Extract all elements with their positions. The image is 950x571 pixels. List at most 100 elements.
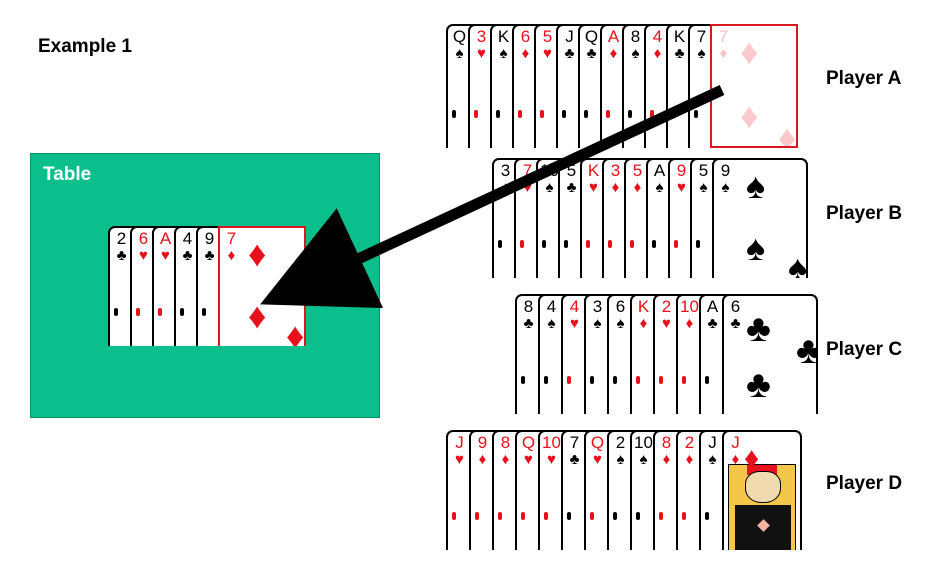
diamonds-icon: ♦ [609, 45, 618, 62]
spades-icon: ♠ [547, 315, 556, 332]
card-index: J♠ [703, 434, 722, 467]
clubs-icon: ♣ [730, 315, 741, 332]
card-pip [498, 240, 502, 248]
clubs-icon: ♣ [523, 315, 534, 332]
diamonds-icon: ♦ [744, 442, 760, 475]
diamonds-icon: ♦ [719, 45, 728, 62]
card-index: Q♥ [519, 434, 538, 467]
spades-icon: ♠ [721, 179, 730, 196]
card-rank: 3 [592, 297, 603, 316]
card-pip [682, 376, 686, 384]
card-pip [452, 512, 456, 520]
hearts-icon: ♥ [524, 451, 533, 468]
clubs-icon: ♣ [566, 179, 577, 196]
clubs-icon: ♣ [674, 45, 685, 62]
card-index: Q♠ [450, 28, 469, 61]
spades-icon: ♠ [616, 315, 625, 332]
card-index: J♥ [450, 434, 469, 467]
card-rank: 2 [116, 229, 127, 248]
arrow-line [260, 85, 725, 308]
card-index: A♦ [604, 28, 623, 61]
card-index: A♥ [156, 230, 175, 263]
card-rank: K [497, 27, 510, 46]
diamonds-icon: ♦ [611, 179, 620, 196]
card-rank: 5 [632, 161, 643, 180]
card-pip [696, 240, 700, 248]
card-index: 2♦ [680, 434, 699, 467]
card-index: 6♦ [516, 28, 535, 61]
card-rank: 9 [676, 161, 687, 180]
card-index: 8♦ [657, 434, 676, 467]
clubs-icon: ♣ [707, 315, 718, 332]
card-index: 3♦ [606, 162, 625, 195]
card-pip [567, 512, 571, 520]
spades-icon: ♠ [545, 179, 554, 196]
diamonds-icon: ♦ [731, 451, 740, 468]
card-rank: 7 [569, 433, 580, 452]
card-rank: 7 [522, 161, 533, 180]
card-index: 10♠ [634, 434, 653, 467]
card-pip [590, 376, 594, 384]
card-pip [590, 512, 594, 520]
diamonds-icon: ♦ [740, 95, 759, 136]
card-index: 4♦ [648, 28, 667, 61]
card-pip [475, 512, 479, 520]
card-pip [659, 376, 663, 384]
card-pip [521, 512, 525, 520]
card-pip [628, 110, 632, 118]
player-a-label: Player A [826, 68, 902, 89]
card-rank: 4 [652, 27, 663, 46]
clubs-icon: ♣ [564, 45, 575, 62]
card-pip [630, 240, 634, 248]
card-pip [564, 240, 568, 248]
card-rank: 10 [634, 433, 653, 452]
card-index: K♥ [584, 162, 603, 195]
card-index: 6♠ [611, 298, 630, 331]
table-label: Table [43, 164, 92, 185]
diamonds-icon: ♦ [286, 315, 305, 347]
card-index: 4♥ [565, 298, 584, 331]
card-index: 3♠ [588, 298, 607, 331]
hearts-icon: ♥ [455, 451, 464, 468]
card-pip [682, 512, 686, 520]
card-rank: 9 [720, 161, 731, 180]
card-index: 8♦ [496, 434, 515, 467]
card-index: 5♦ [628, 162, 647, 195]
card-index: K♠ [494, 28, 513, 61]
card-rank: 7 [696, 27, 707, 46]
spades-icon: ♠ [697, 45, 706, 62]
diamonds-icon: ♦ [478, 451, 487, 468]
hearts-icon: ♥ [570, 315, 579, 332]
playing-card: 9♠♠♠♠ [712, 158, 808, 278]
card-pip [608, 240, 612, 248]
card-index: 4♣ [178, 230, 197, 263]
card-pip [659, 512, 663, 520]
card-index: K♣ [670, 28, 689, 61]
card-rank: 10 [542, 433, 561, 452]
hearts-icon: ♥ [139, 247, 148, 264]
card-index: 3♥ [472, 28, 491, 61]
card-index: 4♠ [542, 298, 561, 331]
card-pip [474, 110, 478, 118]
card-index: 8♣ [519, 298, 538, 331]
hearts-icon: ♥ [589, 179, 598, 196]
card-index: 10♦ [680, 298, 699, 331]
diamonds-icon: ♦ [662, 451, 671, 468]
card-rank: Q [452, 27, 467, 46]
card-rank: 8 [523, 297, 534, 316]
hearts-icon: ♥ [677, 179, 686, 196]
card-index: 7♦ [222, 230, 241, 263]
spades-icon: ♠ [708, 451, 717, 468]
clubs-icon: ♣ [746, 308, 771, 350]
card-index: 7♦ [714, 28, 733, 61]
card-index: 7♠ [692, 28, 711, 61]
card-index: A♠ [650, 162, 669, 195]
card-rank: A [159, 229, 172, 248]
card-rank: 4 [546, 297, 557, 316]
card-rank: J [455, 433, 464, 452]
card-index: 2♥ [657, 298, 676, 331]
hearts-icon: ♥ [523, 179, 532, 196]
card-rank: Q [590, 433, 605, 452]
card-rank: 8 [500, 433, 511, 452]
spades-icon: ♠ [616, 451, 625, 468]
